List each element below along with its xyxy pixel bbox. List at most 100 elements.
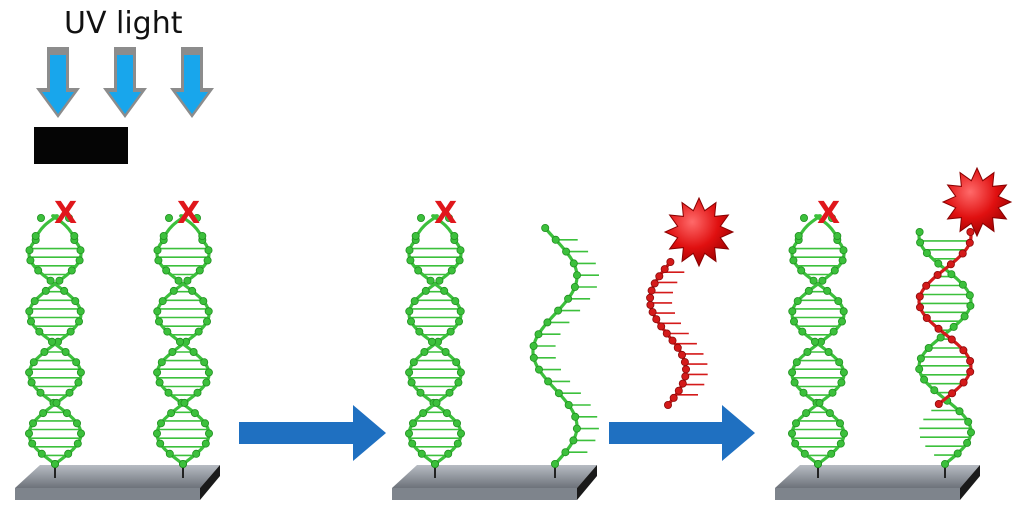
nucleotide-bead bbox=[192, 449, 201, 458]
nucleotide-bead bbox=[204, 429, 213, 438]
nucleotide-bead bbox=[198, 231, 207, 240]
nucleotide-bead bbox=[666, 257, 675, 266]
nucleotide-bead bbox=[673, 343, 682, 352]
hairpin-loop bbox=[414, 214, 456, 241]
nucleotide-bead bbox=[199, 297, 208, 306]
nucleotide-bead bbox=[415, 327, 424, 336]
nucleotide-bead bbox=[838, 317, 847, 326]
uv-light-label: UV light bbox=[64, 6, 183, 41]
nucleotide-bead bbox=[966, 301, 975, 310]
nucleotide-bead bbox=[827, 449, 836, 458]
nucleotide-bead bbox=[64, 449, 73, 458]
nucleotide-bead bbox=[966, 367, 975, 376]
nucleotide-bead bbox=[48, 337, 57, 346]
nucleotide-bead bbox=[444, 449, 453, 458]
nucleotide-bead bbox=[933, 270, 942, 279]
nucleotide-bead bbox=[794, 231, 803, 240]
nucleotide-bead bbox=[803, 347, 812, 356]
nucleotide-bead bbox=[202, 317, 211, 326]
photomask bbox=[34, 127, 128, 164]
nucleotide-bead bbox=[408, 439, 417, 448]
nucleotide-bead bbox=[966, 227, 975, 236]
nucleotide-bead bbox=[573, 271, 582, 280]
nucleotide-bead bbox=[76, 246, 85, 255]
nucleotide-bead bbox=[811, 337, 820, 346]
nucleotide-bead bbox=[652, 315, 661, 324]
nucleotide-bead bbox=[825, 409, 834, 418]
nucleotide-bead bbox=[446, 327, 455, 336]
nucleotide-bead bbox=[916, 238, 925, 247]
nucleotide-bead bbox=[174, 276, 183, 285]
nucleotide-bead bbox=[159, 231, 168, 240]
nucleotide-bead bbox=[447, 266, 456, 275]
nucleotide-bead bbox=[190, 409, 199, 418]
nucleotide-bead bbox=[152, 429, 161, 438]
nucleotide-bead bbox=[657, 322, 666, 331]
nucleotide-bead bbox=[75, 256, 84, 265]
nucleotide-bead bbox=[405, 246, 414, 255]
hairpin-loop bbox=[797, 214, 839, 241]
nucleotide-bead bbox=[66, 327, 75, 336]
nucleotide-bead bbox=[406, 317, 415, 326]
nucleotide-bead bbox=[70, 231, 79, 240]
nucleotide-bead bbox=[529, 353, 538, 362]
nucleotide-bead bbox=[792, 419, 801, 428]
nucleotide-bead bbox=[828, 388, 837, 397]
nucleotide-bead bbox=[792, 358, 801, 367]
nucleotide-bead bbox=[965, 291, 974, 300]
nucleotide-bead bbox=[456, 429, 465, 438]
nucleotide-bead bbox=[569, 436, 578, 445]
nucleotide-bead bbox=[157, 358, 166, 367]
nucleotide-bead bbox=[800, 449, 809, 458]
hairpin-loop bbox=[162, 214, 204, 241]
nucleotide-bead bbox=[194, 327, 203, 336]
nucleotide-bead bbox=[55, 276, 64, 285]
nucleotide-bead bbox=[201, 439, 210, 448]
nucleotide-bead bbox=[799, 388, 808, 397]
nucleotide-bead bbox=[829, 327, 838, 336]
nucleotide-bead bbox=[200, 419, 209, 428]
nucleotide-bead bbox=[934, 259, 943, 268]
nucleotide-bead bbox=[26, 317, 35, 326]
nucleotide-bead bbox=[840, 429, 849, 438]
nucleotide-bead bbox=[430, 459, 439, 468]
nucleotide-bead bbox=[934, 399, 943, 408]
nucleotide-bead bbox=[410, 297, 419, 306]
nucleotide-bead bbox=[404, 429, 413, 438]
nucleotide-bead bbox=[453, 439, 462, 448]
nucleotide-bead bbox=[46, 276, 55, 285]
nucleotide-bead bbox=[562, 247, 571, 256]
dna-hairpin bbox=[404, 213, 465, 478]
nucleotide-bead bbox=[804, 286, 813, 295]
nucleotide-bead bbox=[450, 231, 459, 240]
nucleotide-bead bbox=[922, 249, 931, 258]
nucleotide-bead bbox=[798, 327, 807, 336]
uv-arrow-icon bbox=[36, 47, 80, 118]
nucleotide-bead bbox=[570, 282, 579, 291]
nucleotide-bead bbox=[838, 256, 847, 265]
nucleotide-bead bbox=[420, 347, 429, 356]
cleaved-marker-icon: X bbox=[817, 196, 841, 231]
nucleotide-bead bbox=[650, 279, 659, 288]
nucleotide-bead bbox=[25, 368, 34, 377]
nucleotide-bead bbox=[178, 459, 187, 468]
nucleotide-bead bbox=[31, 231, 40, 240]
nucleotide-bead bbox=[156, 419, 165, 428]
starburst-icon bbox=[663, 196, 735, 268]
nucleotide-bead bbox=[949, 322, 958, 331]
nucleotide-bead bbox=[934, 324, 943, 333]
starburst-icon bbox=[941, 166, 1013, 238]
nucleotide-bead bbox=[414, 266, 423, 275]
nucleotide-bead bbox=[455, 256, 464, 265]
nucleotide-bead bbox=[189, 347, 198, 356]
nucleotide-bead bbox=[800, 213, 809, 222]
nucleotide-bead bbox=[163, 327, 172, 336]
nucleotide-bead bbox=[71, 297, 80, 306]
nucleotide-bead bbox=[662, 329, 671, 338]
nucleotide-bead bbox=[554, 389, 563, 398]
fluorescent-labels bbox=[663, 166, 1013, 268]
nucleotide-bead bbox=[678, 379, 687, 388]
nucleotide-bead bbox=[188, 286, 197, 295]
nucleotide-bead bbox=[788, 368, 797, 377]
